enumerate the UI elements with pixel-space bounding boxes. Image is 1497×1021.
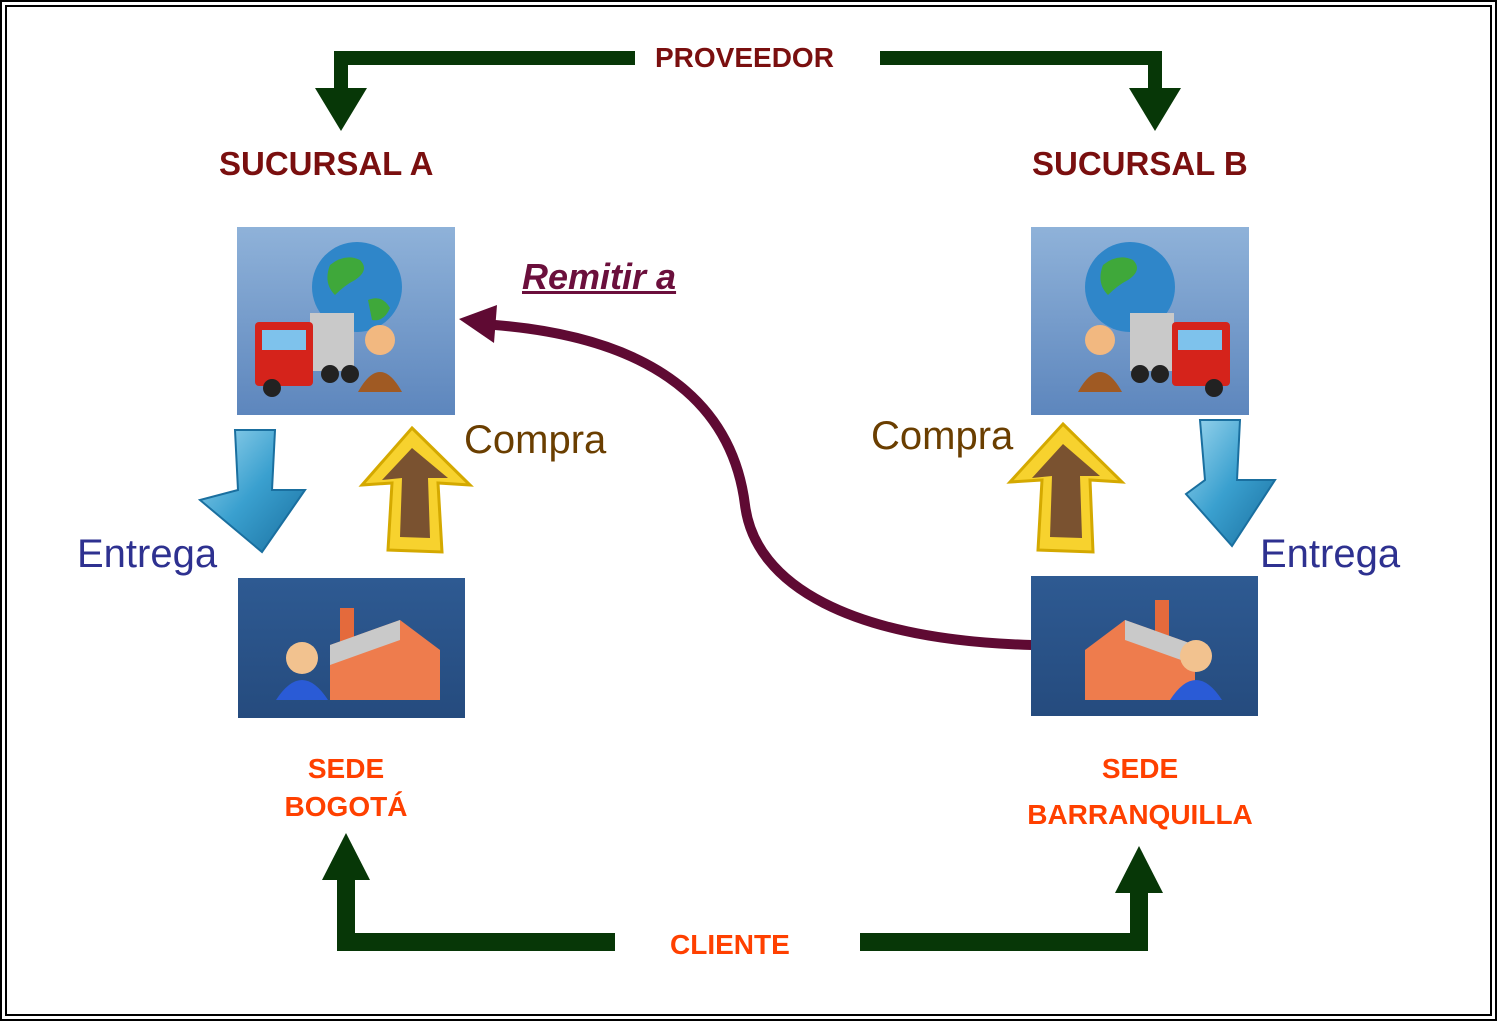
- entrega-b-down-arrow-icon: [1184, 419, 1277, 548]
- compra-b-up-arrow-icon: [1006, 421, 1126, 554]
- sede-barranquilla-line2: BARRANQUILLA: [1027, 798, 1253, 830]
- entrega-b-label: Entrega: [1260, 532, 1401, 576]
- cliente-to-sede-b-arrow: [860, 846, 1163, 951]
- sede-barranquilla-icon: [1031, 576, 1258, 716]
- proveedor-label: PROVEEDOR: [655, 42, 834, 73]
- proveedor-to-sucursal-a-arrow: [315, 51, 635, 131]
- cliente-to-sede-a-arrow: [322, 833, 615, 951]
- sucursal-b-label: SUCURSAL B: [1032, 145, 1248, 182]
- cliente-label: CLIENTE: [670, 929, 790, 960]
- compra-a-up-arrow-icon: [358, 425, 474, 554]
- entrega-a-label: Entrega: [77, 532, 218, 576]
- remitir-arrow: [459, 305, 1033, 650]
- proveedor-to-sucursal-b-arrow: [880, 51, 1181, 131]
- sucursal-a-label: SUCURSAL A: [219, 145, 434, 182]
- sede-bogota-label: SEDE BOGOTÁ: [266, 750, 426, 826]
- sede-bogota-line1: SEDE: [307, 753, 385, 784]
- compra-b-label: Compra: [871, 414, 1014, 458]
- compra-a-label: Compra: [464, 418, 607, 462]
- sede-bogota-icon: [238, 578, 465, 718]
- sede-barranquilla-line1: SEDE: [1101, 753, 1179, 784]
- sede-bogota-line2: BOGOTÁ: [284, 790, 408, 822]
- entrega-a-down-arrow-icon: [197, 429, 307, 554]
- sucursal-b-icon: [1031, 227, 1249, 415]
- sucursal-a-icon: [237, 227, 455, 415]
- remitir-label: Remitir a: [522, 256, 677, 297]
- sede-barranquilla-label: SEDE BARRANQUILLA: [1000, 750, 1280, 834]
